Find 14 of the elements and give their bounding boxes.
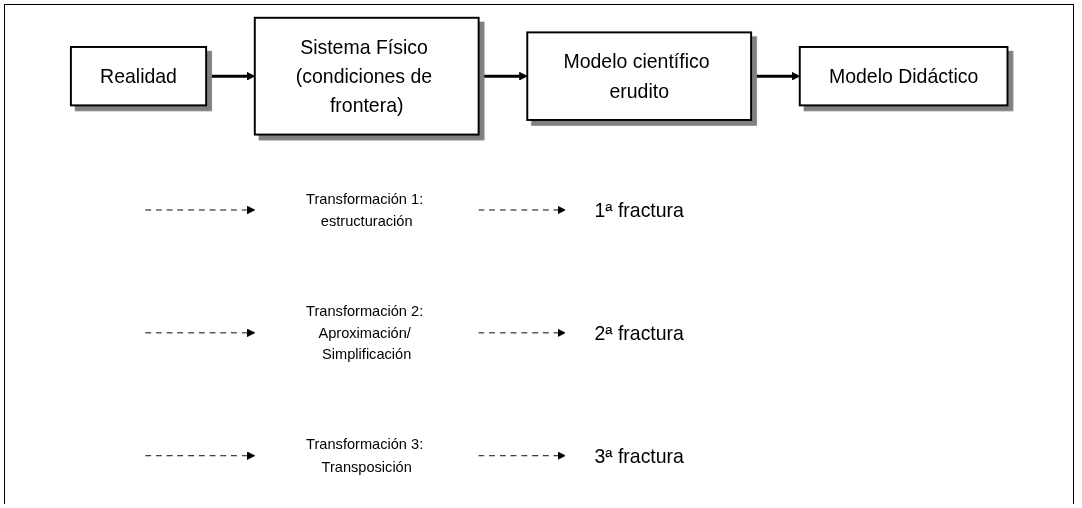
page-frame: Realidad Sistema Físico (condiciones de frontera) Modelo científico erudito Modelo Didáctico Transformación 1: estructuración 1ª fractura Transformación 2: Aproximación/ Simplificación 2ª fractura Transformación 3: Transposición 3ª fractura <box>4 4 1074 504</box>
node-text: 1ª fractura <box>594 198 684 221</box>
node-text: Transformación 1: estructuración <box>305 189 424 228</box>
node-box <box>69 45 207 106</box>
node-text: Transformación 3: Transposición <box>305 435 424 474</box>
node-text: 2ª fractura <box>594 321 684 344</box>
node-text: 3ª fractura <box>594 444 684 466</box>
node-box <box>253 16 480 136</box>
node-text: Transformación 2: Aproximación/ Simplificación <box>305 301 424 362</box>
node-box <box>798 45 1009 106</box>
arrow <box>478 71 528 80</box>
node-box <box>526 30 752 121</box>
arrow <box>750 71 800 80</box>
arrow <box>205 71 255 80</box>
